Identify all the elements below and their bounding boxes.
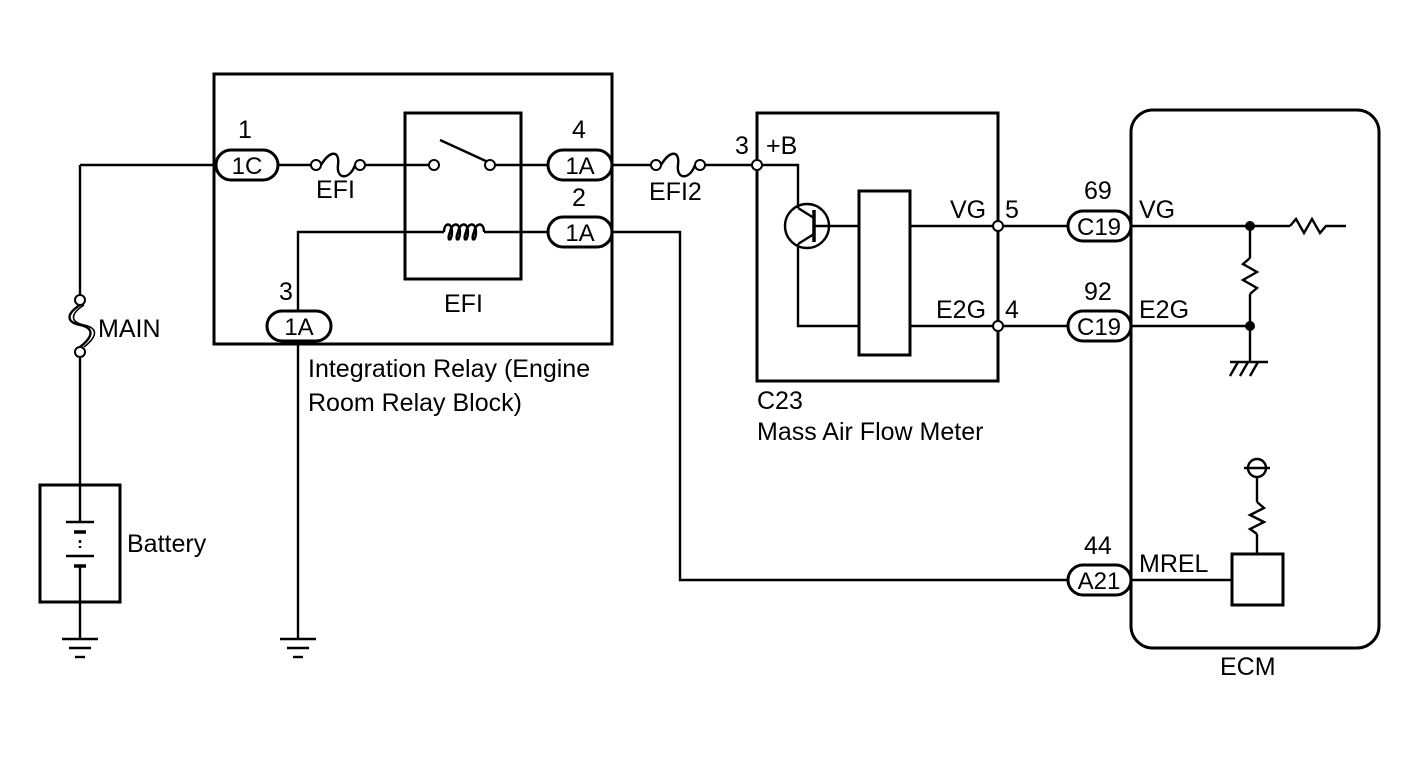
svg-text:C19: C19 xyxy=(1077,314,1121,341)
maf-pin-vg-label: VG xyxy=(950,196,986,224)
resistor-icon xyxy=(1289,216,1346,236)
relay-block-name-line1: Integration Relay (Engine xyxy=(308,355,590,383)
efi2-fuse-label: EFI2 xyxy=(649,178,702,206)
battery-label: Battery xyxy=(127,530,207,558)
pin-3-number: 3 xyxy=(279,278,293,306)
ground-icon xyxy=(280,637,316,659)
ecm-pin-vg-number: 69 xyxy=(1084,177,1112,205)
maf-pin-vg-number: 5 xyxy=(1005,196,1019,224)
pin-4-number: 4 xyxy=(572,116,586,144)
ecm-pin-e2g-label: E2G xyxy=(1139,296,1189,324)
maf-sensor-element xyxy=(857,189,912,357)
maf-pin-e2g-terminal xyxy=(992,320,1004,332)
maf-code: C23 xyxy=(757,387,803,415)
maf-pin-e2g-number: 4 xyxy=(1005,296,1019,324)
mass-air-flow-meter: 3 +B VG 5 E2G 4 C23 Mass Air Flow Meter xyxy=(735,111,1019,446)
relay-switch-icon xyxy=(428,138,496,171)
svg-text:1C: 1C xyxy=(232,153,263,180)
resistor-icon xyxy=(1247,501,1267,535)
svg-text:1A: 1A xyxy=(565,220,594,247)
connector-1a-pin3: 1A xyxy=(265,309,333,343)
wires xyxy=(78,163,1068,638)
ecm-name: ECM xyxy=(1220,653,1276,681)
connector-1a-pin2: 1A xyxy=(546,215,614,249)
svg-text:1A: 1A xyxy=(284,314,313,341)
relay-block-outline xyxy=(212,72,614,346)
ecm-outline xyxy=(1129,108,1381,650)
ecm-pin-vg-label: VG xyxy=(1139,196,1175,224)
wire-coil-left xyxy=(296,230,444,314)
maf-pin-b-label: +B xyxy=(766,132,797,160)
svg-text:A21: A21 xyxy=(1078,568,1121,595)
maf-wire-bottom xyxy=(796,244,859,328)
maf-name: Mass Air Flow Meter xyxy=(757,418,983,446)
pin-1-number: 1 xyxy=(238,116,252,144)
chassis-ground-icon xyxy=(1228,360,1268,377)
relay-coil-icon xyxy=(442,223,486,241)
integration-relay-block: EFI EFI 1 4 2 3 1C 1A 1A xyxy=(212,72,614,417)
maf-pin-b-terminal xyxy=(751,159,763,171)
wire-1a2-to-a21 xyxy=(612,230,1068,582)
relay-block-name-line2: Room Relay Block) xyxy=(308,389,522,417)
power-supply-icon xyxy=(1244,457,1270,479)
connector-1c: 1C xyxy=(214,148,280,182)
maf-outline xyxy=(755,111,1000,383)
ecm-pin-e2g-number: 92 xyxy=(1084,278,1112,306)
main-fuse-label: MAIN xyxy=(98,315,161,343)
maf-pin-b-number: 3 xyxy=(735,132,749,160)
maf-wire-b xyxy=(762,163,800,208)
svg-text:1A: 1A xyxy=(565,153,594,180)
connector-c19-e2g: C19 xyxy=(1066,309,1133,343)
ecm-pin-mrel-number: 44 xyxy=(1084,532,1112,560)
ecm-mrel-driver xyxy=(1230,552,1285,607)
ecm: C19 C19 A21 69 92 44 VG E2G MREL xyxy=(1066,108,1381,681)
connector-1a-pin4: 1A xyxy=(546,148,614,182)
maf-pin-e2g-label: E2G xyxy=(936,296,986,324)
efi-fuse-icon xyxy=(310,152,366,178)
main-fuse-icon xyxy=(68,294,96,358)
ground-icon xyxy=(62,637,98,659)
maf-pin-vg-terminal xyxy=(992,220,1004,232)
resistor-icon xyxy=(1240,257,1260,295)
efi2-fuse-icon xyxy=(650,152,706,178)
svg-text:C19: C19 xyxy=(1077,214,1121,241)
efi-relay-label: EFI xyxy=(444,290,483,318)
connector-c19-vg: C19 xyxy=(1066,209,1133,243)
efi-relay-box xyxy=(403,111,523,281)
ecm-pin-mrel-label: MREL xyxy=(1139,550,1209,578)
connector-a21-mrel: A21 xyxy=(1066,563,1133,597)
pin-2-number: 2 xyxy=(572,184,586,212)
battery-icon xyxy=(38,483,122,604)
efi-fuse-label: EFI xyxy=(316,176,355,204)
